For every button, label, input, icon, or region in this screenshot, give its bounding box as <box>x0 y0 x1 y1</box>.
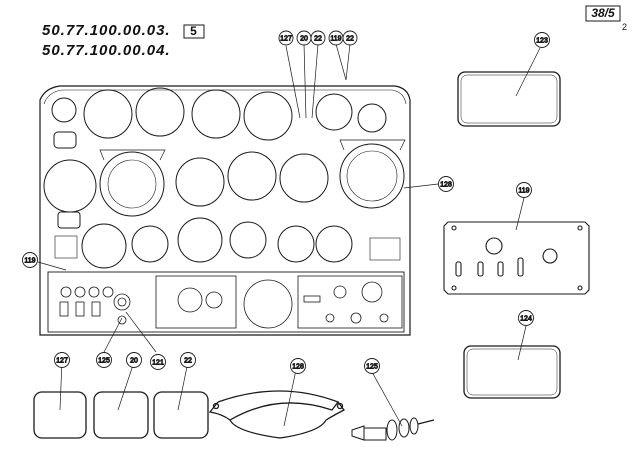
svg-text:119: 119 <box>518 188 529 195</box>
svg-text:119: 119 <box>24 258 35 265</box>
svg-text:124: 124 <box>520 316 532 323</box>
part-number-1: 50.77.100.00.03. <box>42 22 171 39</box>
sheet-index: 2 <box>622 22 629 32</box>
sheet-number-box <box>585 5 621 22</box>
callout-127-top: 127 <box>278 30 294 46</box>
svg-text:20: 20 <box>300 36 308 43</box>
part-125-switch-assembly <box>351 417 435 441</box>
part-119-plate <box>443 221 590 295</box>
svg-text:22: 22 <box>314 36 322 43</box>
callout-128-panel: 128 <box>438 176 454 192</box>
svg-text:128: 128 <box>292 364 304 371</box>
callout-20-top: 20 <box>296 30 312 46</box>
svg-text:127: 127 <box>280 36 292 43</box>
part-22-cover <box>153 391 209 439</box>
svg-text:20: 20 <box>130 358 138 365</box>
part-128-bracket <box>208 390 345 439</box>
callout-127-bottom: 127 <box>54 352 70 368</box>
svg-text:22: 22 <box>346 36 354 43</box>
callout-119-left: 119 <box>22 252 38 268</box>
part-124-cover <box>463 345 561 399</box>
instrument-panel <box>39 85 411 336</box>
svg-text:119: 119 <box>330 36 341 43</box>
gauge-row-bottom <box>54 211 401 269</box>
part-20-cover <box>93 391 149 439</box>
callout-22-bottom: 22 <box>180 352 196 368</box>
svg-text:22: 22 <box>184 358 192 365</box>
sheet-label: 38/5 <box>591 6 615 20</box>
callout-20-bottom: 20 <box>126 352 142 368</box>
svg-text:128: 128 <box>440 182 452 189</box>
part-127-cover <box>33 391 87 439</box>
callout-22-top: 22 <box>310 30 326 46</box>
svg-text:125: 125 <box>98 358 110 365</box>
callout-119-top: 119 <box>328 30 344 46</box>
part-123-cover <box>457 71 561 127</box>
callout-22-top-right: 22 <box>342 30 358 46</box>
callout-128-bracket: 128 <box>290 358 306 374</box>
leader-lines <box>37 43 541 427</box>
svg-text:125: 125 <box>366 364 378 371</box>
lower-subpanel <box>59 275 403 329</box>
callout-125-assembly: 125 <box>364 358 380 374</box>
callout-124: 124 <box>518 310 534 326</box>
svg-text:127: 127 <box>56 358 68 365</box>
callout-123: 123 <box>534 32 550 48</box>
part-number-2: 50.77.100.00.04. <box>42 42 171 59</box>
callout-119-plate: 119 <box>516 182 532 198</box>
view-number: 5 <box>190 24 198 38</box>
svg-text:123: 123 <box>536 38 548 45</box>
gauge-row-top <box>51 87 387 149</box>
callout-125-panel: 125 <box>96 352 112 368</box>
callout-121: 121 <box>150 354 166 370</box>
svg-text:121: 121 <box>152 360 164 367</box>
view-number-box <box>183 24 205 39</box>
